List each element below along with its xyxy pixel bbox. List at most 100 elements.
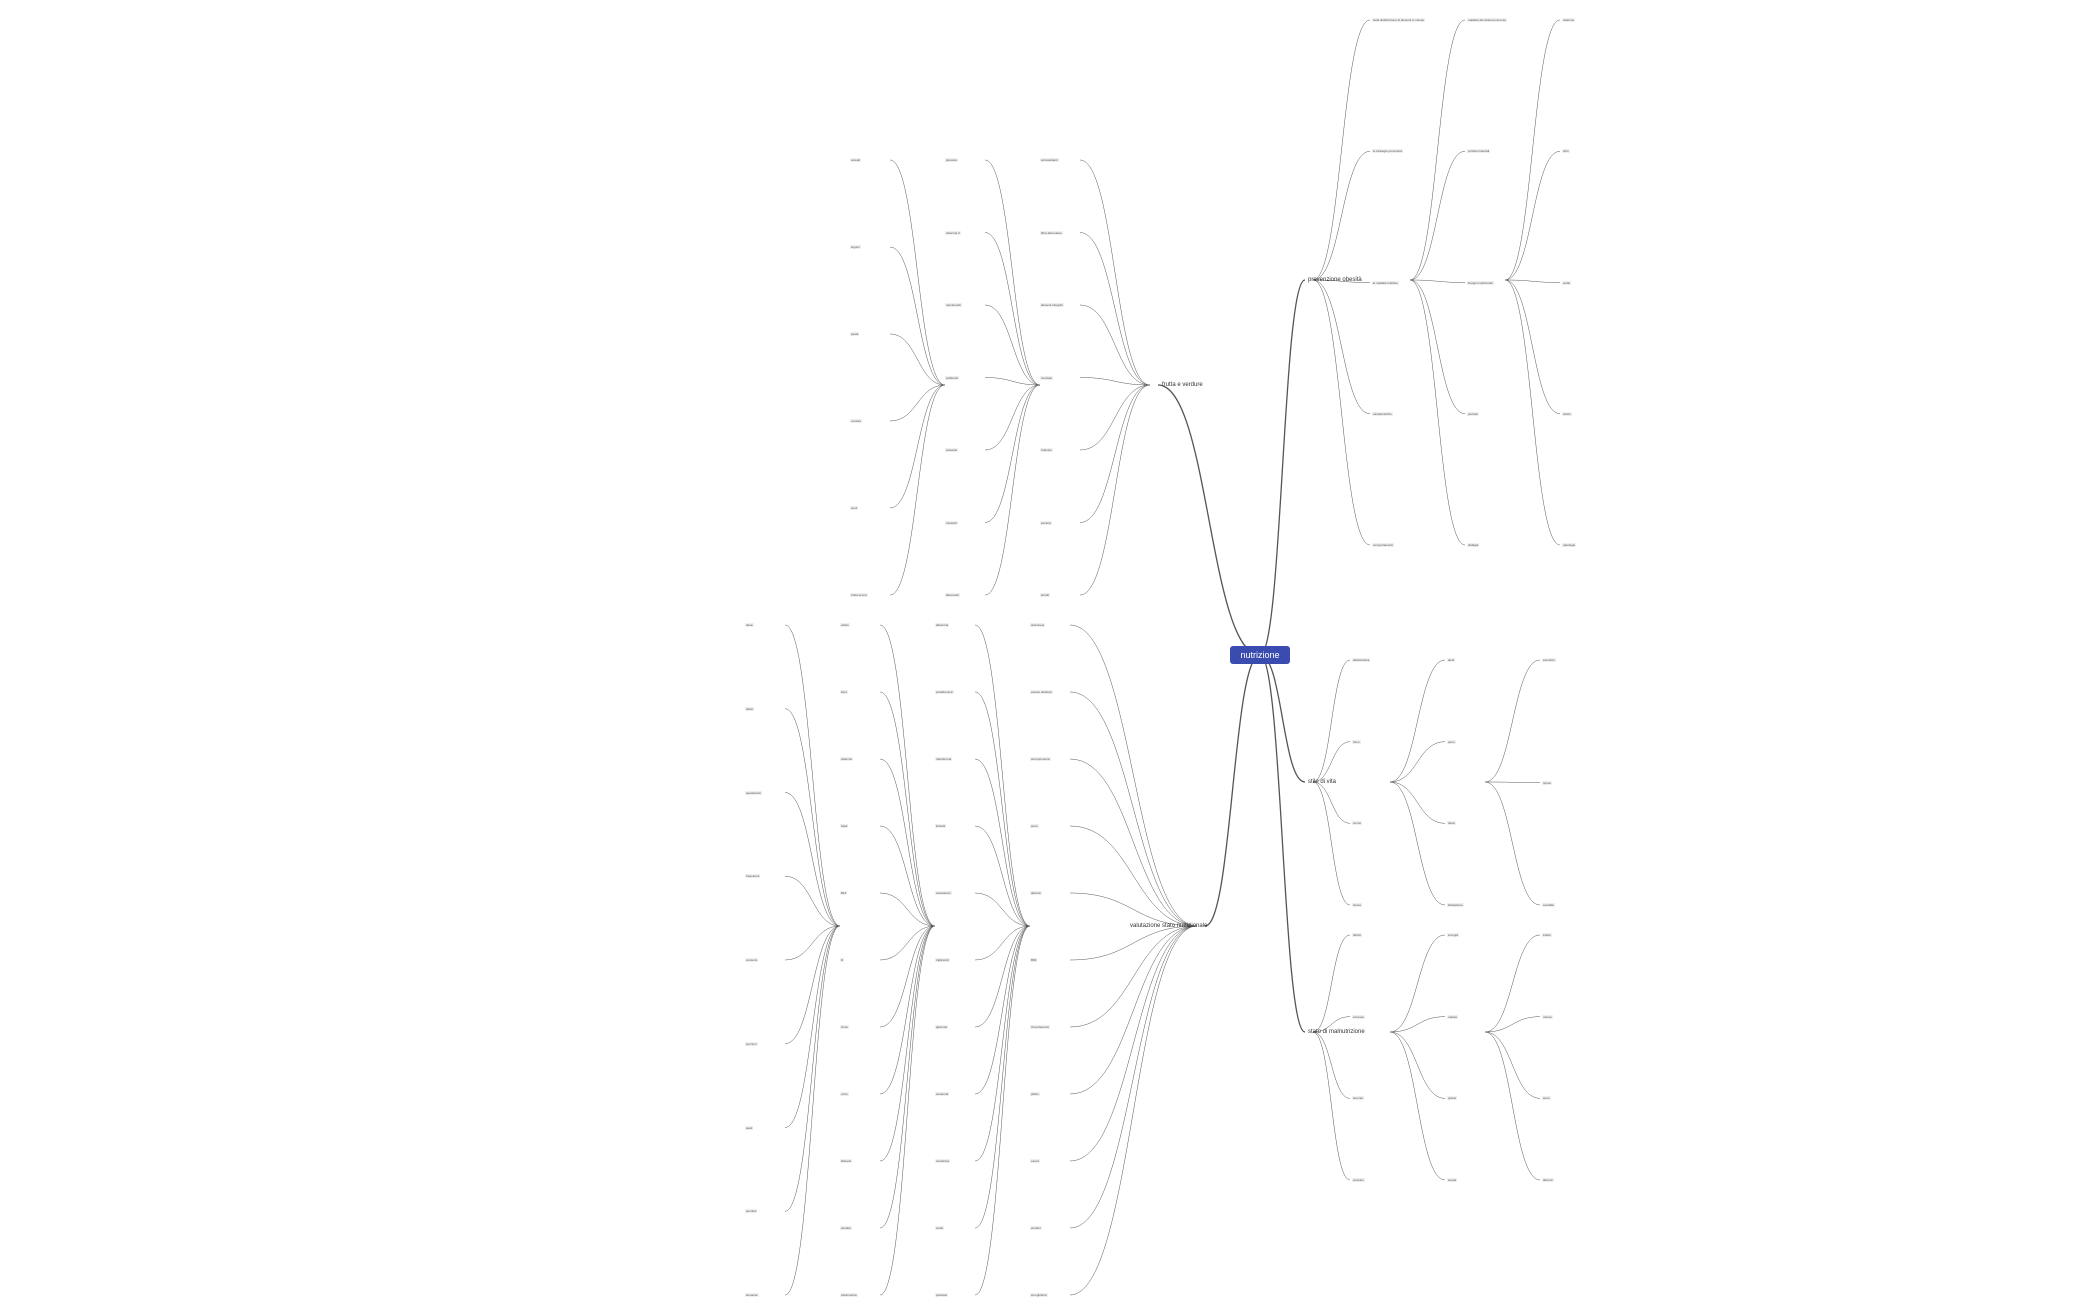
prevenzione-subitem[interactable]: le strategie preventive — [1372, 149, 1404, 154]
valutazione-subitem[interactable]: dieta — [745, 623, 754, 627]
stato-subitem[interactable]: eccesso — [1352, 1014, 1366, 1019]
prevenzione-subitem[interactable]: le malattie infettive — [1372, 280, 1399, 285]
stato-subitem[interactable]: energia — [1447, 933, 1460, 937]
valutazione-subitem[interactable]: azotato — [840, 1226, 852, 1230]
prevenzione-subitem[interactable]: vitamine — [1562, 18, 1576, 22]
stile-subitem[interactable]: stress — [1352, 903, 1363, 907]
frutta-subitem[interactable]: frutta secca — [850, 593, 868, 597]
stato-subitem[interactable]: peso — [1542, 1096, 1551, 1101]
branch-frutta-label[interactable]: frutta e verdure — [1162, 382, 1203, 388]
stato-subitem[interactable]: massa — [1447, 1014, 1458, 1019]
valutazione-subitem[interactable]: anamnesi — [1030, 623, 1046, 627]
frutta-subitem[interactable]: nocciole — [1040, 375, 1054, 380]
valutazione-subitem[interactable]: frequenza — [745, 874, 761, 879]
valutazione-subitem[interactable]: albumina — [935, 623, 950, 627]
prevenzione-subitem[interactable]: malattie del sistema nervoso — [1467, 18, 1508, 22]
valutazione-subitem[interactable]: calcio — [840, 623, 850, 627]
frutta-subitem[interactable]: semi — [850, 506, 859, 510]
prevenzione-subitem[interactable]: patologie — [1562, 543, 1577, 547]
stile-subitem[interactable]: socialità — [1542, 903, 1555, 907]
stato-subitem[interactable]: indice — [1542, 933, 1552, 937]
valutazione-subitem[interactable]: vitamine — [840, 757, 854, 761]
valutazione-subitem[interactable]: pliche — [1030, 1092, 1040, 1096]
frutta-subitem[interactable]: potassio — [945, 448, 959, 452]
valutazione-subitem[interactable]: colesterolo — [935, 891, 952, 895]
valutazione-subitem[interactable]: esame obiettivo — [1030, 690, 1054, 694]
valutazione-subitem[interactable]: spuntini — [745, 1209, 758, 1214]
stato-subitem[interactable]: grassi — [1447, 1096, 1458, 1101]
prevenzione-subitem[interactable]: sulla distribuzione di alimenti in campo — [1372, 18, 1426, 22]
valutazione-subitem[interactable]: trigliceridi — [935, 958, 950, 962]
stato-subitem[interactable]: anemia — [1352, 1096, 1364, 1101]
prevenzione-subitem[interactable]: disfagia — [1467, 543, 1480, 547]
frutta-subitem[interactable]: antiossidanti — [1040, 158, 1059, 162]
stato-subitem[interactable]: misure — [1542, 1014, 1554, 1019]
frutta-subitem[interactable]: verdure — [850, 419, 863, 423]
prevenzione-subitem[interactable]: periodo — [1467, 411, 1480, 416]
frutta-subitem[interactable]: fruttosio — [1040, 448, 1053, 452]
valutazione-subitem[interactable]: circonferenze — [1030, 1025, 1051, 1029]
valutazione-subitem[interactable]: altezza — [1030, 891, 1042, 895]
frutta-subitem[interactable]: amido — [1040, 593, 1051, 597]
valutazione-subitem[interactable]: diario — [745, 706, 755, 711]
valutazione-subitem[interactable]: ematici — [1030, 1226, 1042, 1230]
prevenzione-subitem[interactable]: bisogni nutrizionali — [1467, 280, 1494, 285]
valutazione-subitem[interactable]: questionari — [745, 790, 762, 795]
stile-subitem[interactable]: attività fisica — [1352, 658, 1371, 662]
valutazione-subitem[interactable]: porzioni — [745, 1041, 758, 1046]
valutazione-subitem[interactable]: peso — [1030, 824, 1039, 828]
frutta-subitem[interactable]: cereali — [850, 158, 861, 162]
valutazione-subitem[interactable]: linfociti — [935, 824, 947, 828]
valutazione-subitem[interactable]: bilancio — [840, 1159, 853, 1163]
branch-stato-label[interactable]: stato di malnutrizione — [1308, 1029, 1365, 1035]
frutta-subitem[interactable]: alimenti integrali — [1040, 303, 1064, 307]
stato-subitem[interactable]: deficit — [1352, 933, 1362, 937]
valutazione-subitem[interactable]: creatinina — [935, 1159, 951, 1163]
prevenzione-subitem[interactable]: sodio — [1562, 280, 1572, 285]
stile-subitem[interactable]: fumo — [1352, 739, 1361, 744]
valutazione-subitem[interactable]: glicemia — [935, 1025, 949, 1029]
stile-subitem[interactable]: idratazione — [1447, 903, 1464, 907]
stile-subitem[interactable]: sonno — [1352, 821, 1363, 826]
stile-subitem[interactable]: riposo — [1542, 780, 1553, 785]
valutazione-subitem[interactable]: ferro — [840, 690, 849, 694]
stato-subitem[interactable]: acqua — [1447, 1178, 1458, 1182]
valutazione-subitem[interactable]: potassio — [935, 1293, 949, 1297]
valutazione-subitem[interactable]: BMI — [1030, 958, 1038, 962]
frutta-subitem[interactable]: vitamina C — [945, 230, 962, 235]
frutta-subitem[interactable]: fibra alimentare — [1040, 230, 1063, 235]
valutazione-subitem[interactable]: antropometria — [1030, 757, 1051, 761]
stato-subitem[interactable]: altezza — [1542, 1178, 1554, 1182]
valutazione-subitem[interactable]: bevande — [745, 1293, 759, 1297]
frutta-subitem[interactable]: pectina — [1040, 520, 1052, 525]
frutta-subitem[interactable]: polifenoli — [945, 375, 959, 380]
valutazione-subitem[interactable]: folati — [840, 824, 849, 828]
branch-stile-label[interactable]: stile di vita — [1308, 779, 1337, 785]
stato-subitem[interactable]: proteine — [1352, 1178, 1365, 1182]
valutazione-subitem[interactable]: esami — [1030, 1159, 1041, 1163]
stile-subitem[interactable]: peso — [1447, 739, 1456, 744]
valutazione-subitem[interactable]: pasti — [745, 1125, 754, 1130]
frutta-subitem[interactable]: carotenoidi — [945, 303, 962, 307]
frutta-subitem[interactable]: pasta — [850, 332, 860, 336]
root-node[interactable]: nutrizione — [1230, 646, 1290, 664]
valutazione-subitem[interactable]: emoglobina — [1030, 1293, 1048, 1297]
valutazione-subitem[interactable]: calorimetria — [840, 1293, 858, 1297]
valutazione-subitem[interactable]: consumi — [745, 958, 759, 962]
valutazione-subitem[interactable]: prealbumina — [935, 690, 954, 694]
frutta-subitem[interactable]: flavonoidi — [945, 593, 960, 597]
branch-prevenzione-label[interactable]: prevenzione obesità — [1308, 277, 1362, 283]
stile-subitem[interactable]: esercizio — [1542, 658, 1556, 662]
frutta-subitem[interactable]: legumi — [850, 245, 861, 249]
prevenzione-subitem[interactable]: comportamenti — [1372, 543, 1394, 547]
valutazione-subitem[interactable]: D — [840, 958, 845, 962]
valutazione-subitem[interactable]: urine — [840, 1092, 849, 1096]
valutazione-subitem[interactable]: transferrina — [935, 757, 953, 761]
prevenzione-subitem[interactable]: calcio — [1562, 411, 1572, 416]
stile-subitem[interactable]: alcol — [1447, 658, 1456, 662]
valutazione-subitem[interactable]: azotemia — [935, 1092, 950, 1096]
prevenzione-subitem[interactable]: caratteristiche — [1372, 411, 1393, 416]
prevenzione-subitem[interactable]: problemi dentali — [1467, 149, 1491, 154]
valutazione-subitem[interactable]: zinco — [840, 1025, 850, 1029]
branch-valutazione-label[interactable]: valutazione stato nutrizionale — [1130, 923, 1208, 929]
